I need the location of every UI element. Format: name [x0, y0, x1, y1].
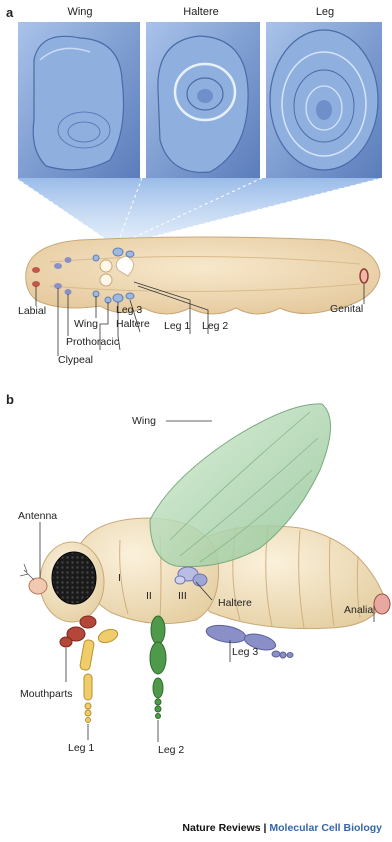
segment-mark-1: I [118, 572, 121, 584]
panel-b-graphic [0, 400, 392, 780]
larva-body [26, 237, 380, 314]
label-mouthparts: Mouthparts [20, 688, 73, 700]
labial-disc [32, 267, 40, 273]
leg2 [150, 616, 166, 719]
label-wing-larva: Wing [74, 318, 98, 330]
wing-disc [113, 248, 123, 256]
haltere-disc [126, 293, 134, 299]
haltere-disc [126, 251, 134, 257]
haltere-disc-photo [146, 22, 260, 178]
label-analia: Analia [344, 604, 373, 616]
label-prothoracic: Prothoracic [66, 336, 119, 348]
label-wing-fly: Wing [132, 415, 156, 427]
label-antenna: Antenna [18, 510, 57, 522]
credit-separator: | [264, 822, 267, 834]
label-labial: Labial [18, 305, 46, 317]
leg-disc-photo [266, 22, 382, 178]
label-haltere-fly: Haltere [218, 597, 252, 609]
leg1 [79, 627, 119, 723]
label-haltere-larva: Haltere [116, 318, 150, 330]
wing-disc [113, 294, 123, 302]
clypeal-disc [54, 263, 62, 269]
label-leg3-fly: Leg 3 [232, 646, 258, 658]
projection-fan [16, 178, 382, 242]
label-leg2-fly: Leg 2 [158, 744, 184, 756]
label-leg1-larva: Leg 1 [164, 320, 190, 332]
label-genital: Genital [330, 303, 363, 315]
panel-a-graphic [0, 0, 392, 400]
credit-section: Molecular Cell Biology [269, 822, 382, 834]
label-leg3-larva: Leg 3 [116, 304, 142, 316]
label-clypeal: Clypeal [58, 354, 93, 366]
leg-disc [93, 255, 99, 261]
credit-journal: Nature Reviews [182, 822, 260, 834]
segment-mark-3: III [178, 590, 187, 602]
prothoracic-disc [65, 257, 72, 263]
segment-mark-2: II [146, 590, 152, 602]
journal-credit: Nature Reviews | Molecular Cell Biology [182, 822, 382, 834]
genital-disc [360, 269, 368, 283]
wing-disc-photo [18, 22, 140, 178]
label-leg2-larva: Leg 2 [202, 320, 228, 332]
compound-eye [52, 552, 96, 604]
analia [374, 594, 390, 614]
label-leg1-fly: Leg 1 [68, 742, 94, 754]
